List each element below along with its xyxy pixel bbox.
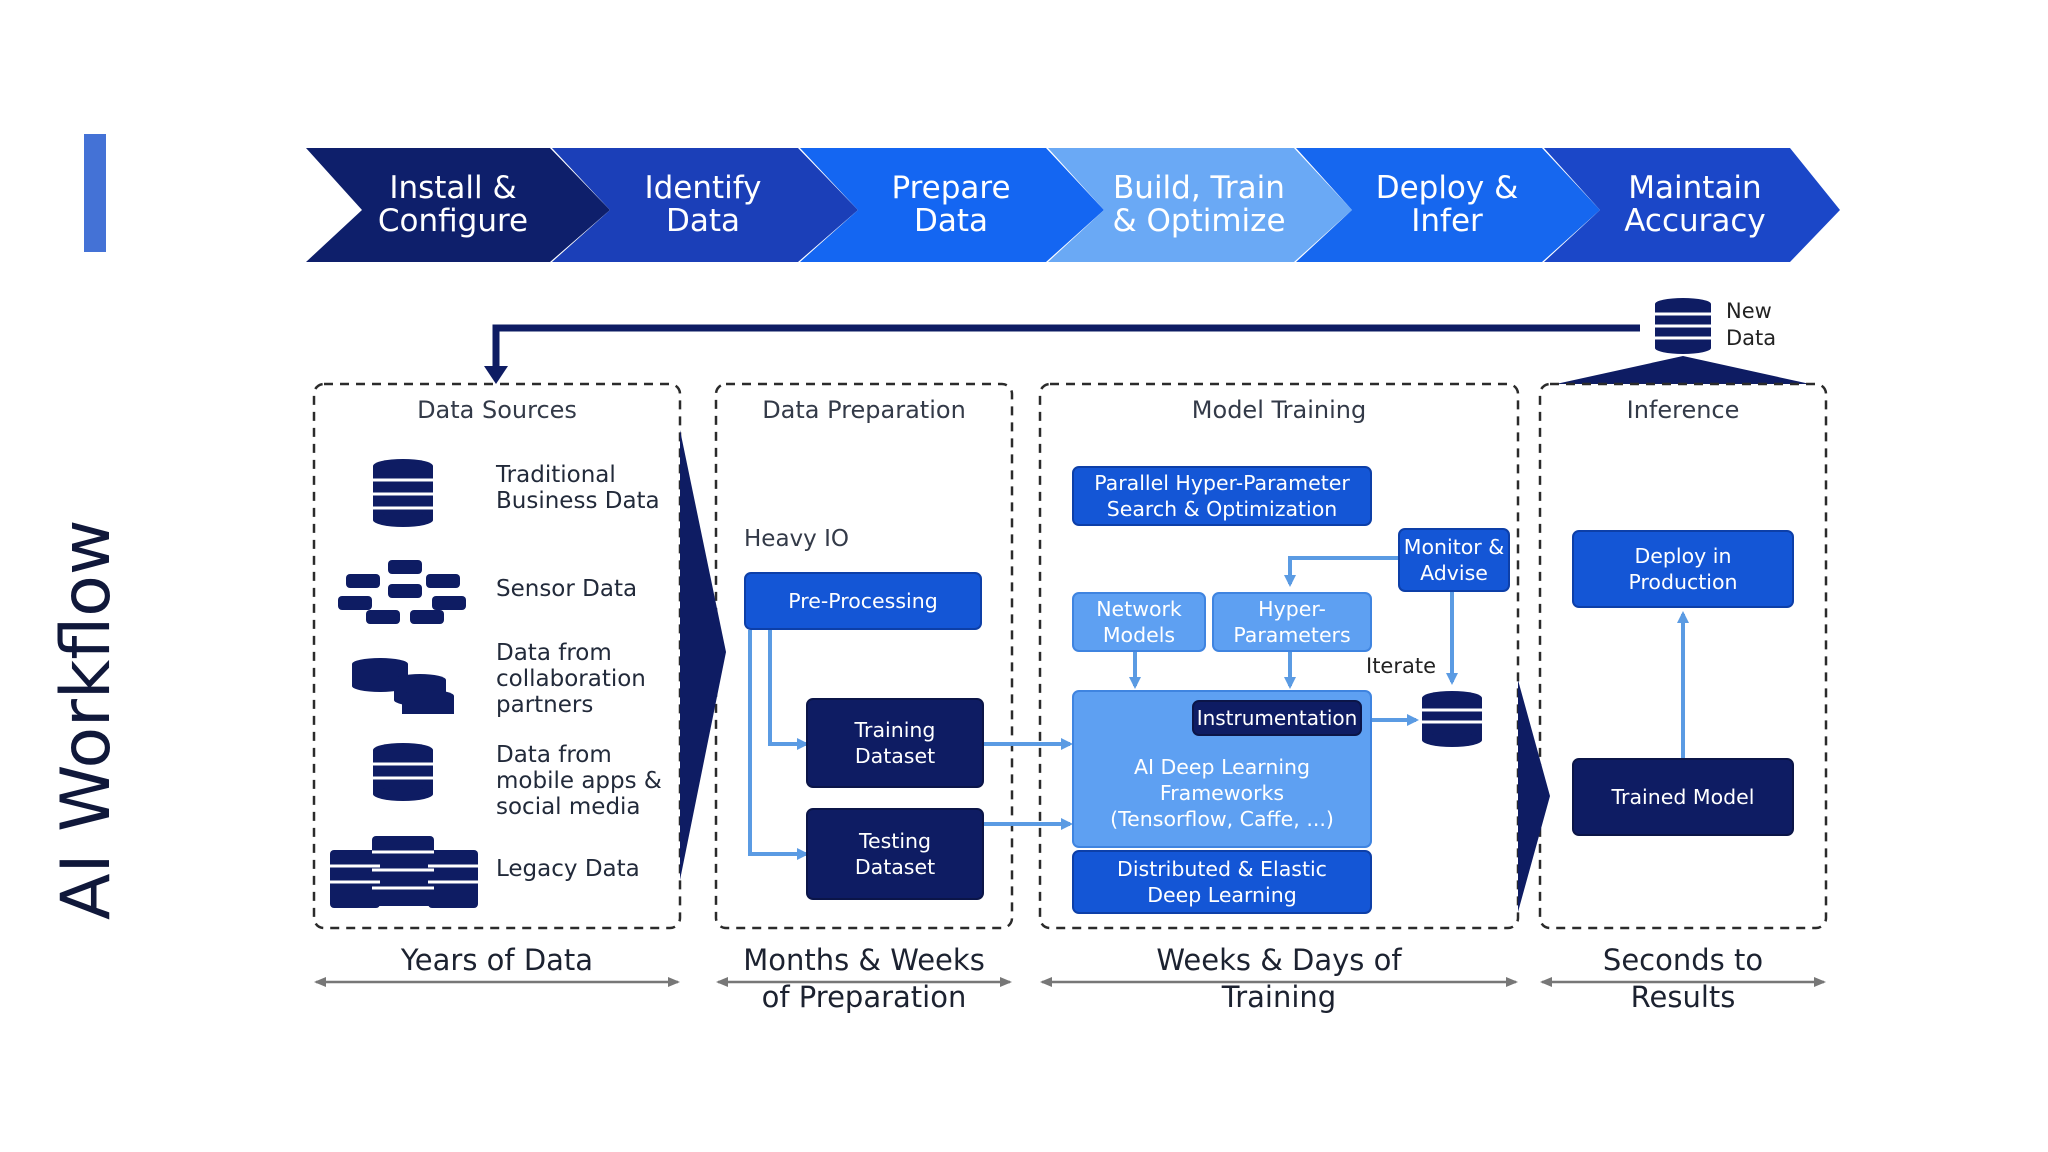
connector-pre-to-testing (748, 630, 809, 860)
connector-monitor-to-hyper (1284, 556, 1398, 587)
stage-label-deploy: Deploy &Infer (1375, 170, 1519, 239)
instrumentation-box[interactable]: Instrumentation (1192, 700, 1362, 736)
new-data-database-icon (1655, 298, 1711, 354)
feedback-arrowhead (484, 366, 508, 384)
hyper-parameters-box[interactable]: Hyper-Parameters (1212, 592, 1372, 652)
accent-bar (84, 134, 106, 252)
inference-roof (1556, 356, 1810, 384)
model-training-title: Model Training (1191, 396, 1367, 424)
data-sources-title: Data Sources (417, 396, 577, 424)
stage-chevron-3 (800, 148, 1104, 262)
monitor-advise-box[interactable]: Monitor &Advise (1398, 528, 1510, 592)
panel-data-sources (312, 382, 682, 930)
traditional-data-icon (373, 459, 433, 527)
stage-label-install: Install &Configure (377, 170, 529, 239)
panel-model-training (1038, 382, 1520, 930)
data-preparation-title: Data Preparation (762, 396, 966, 424)
wedge-sources-to-prep (680, 430, 726, 880)
feedback-line (492, 324, 1640, 372)
connector-pre-to-training (768, 630, 809, 750)
collaboration-data-icon (352, 658, 454, 714)
preprocessing-box[interactable]: Pre-Processing (744, 572, 982, 630)
sensor-data-icon (338, 560, 466, 624)
stage-chevron-2 (552, 148, 858, 262)
timeline-years-label: Years of Data (400, 943, 594, 977)
stage-label-build: Build, Train& Optimize (1112, 170, 1286, 239)
iterate-label: Iterate (1366, 654, 1437, 678)
panel-inference (1538, 382, 1828, 930)
stage-chevron-5 (1296, 148, 1600, 262)
trained-model-box[interactable]: Trained Model (1572, 758, 1794, 836)
stage-chevron-6 (1544, 148, 1840, 262)
stage-chevron-4 (1048, 148, 1352, 262)
inference-title: Inference (1626, 396, 1740, 424)
source-legacy: Legacy Data (496, 856, 640, 882)
heavy-io-label: Heavy IO (744, 526, 849, 552)
stage-chevron-1 (306, 148, 610, 262)
iterate-database-icon (1422, 691, 1482, 747)
wedge-training-to-inference (1518, 680, 1550, 912)
source-sensor: Sensor Data (496, 576, 638, 602)
mobile-data-icon (373, 743, 433, 801)
legacy-data-icon (330, 836, 478, 908)
